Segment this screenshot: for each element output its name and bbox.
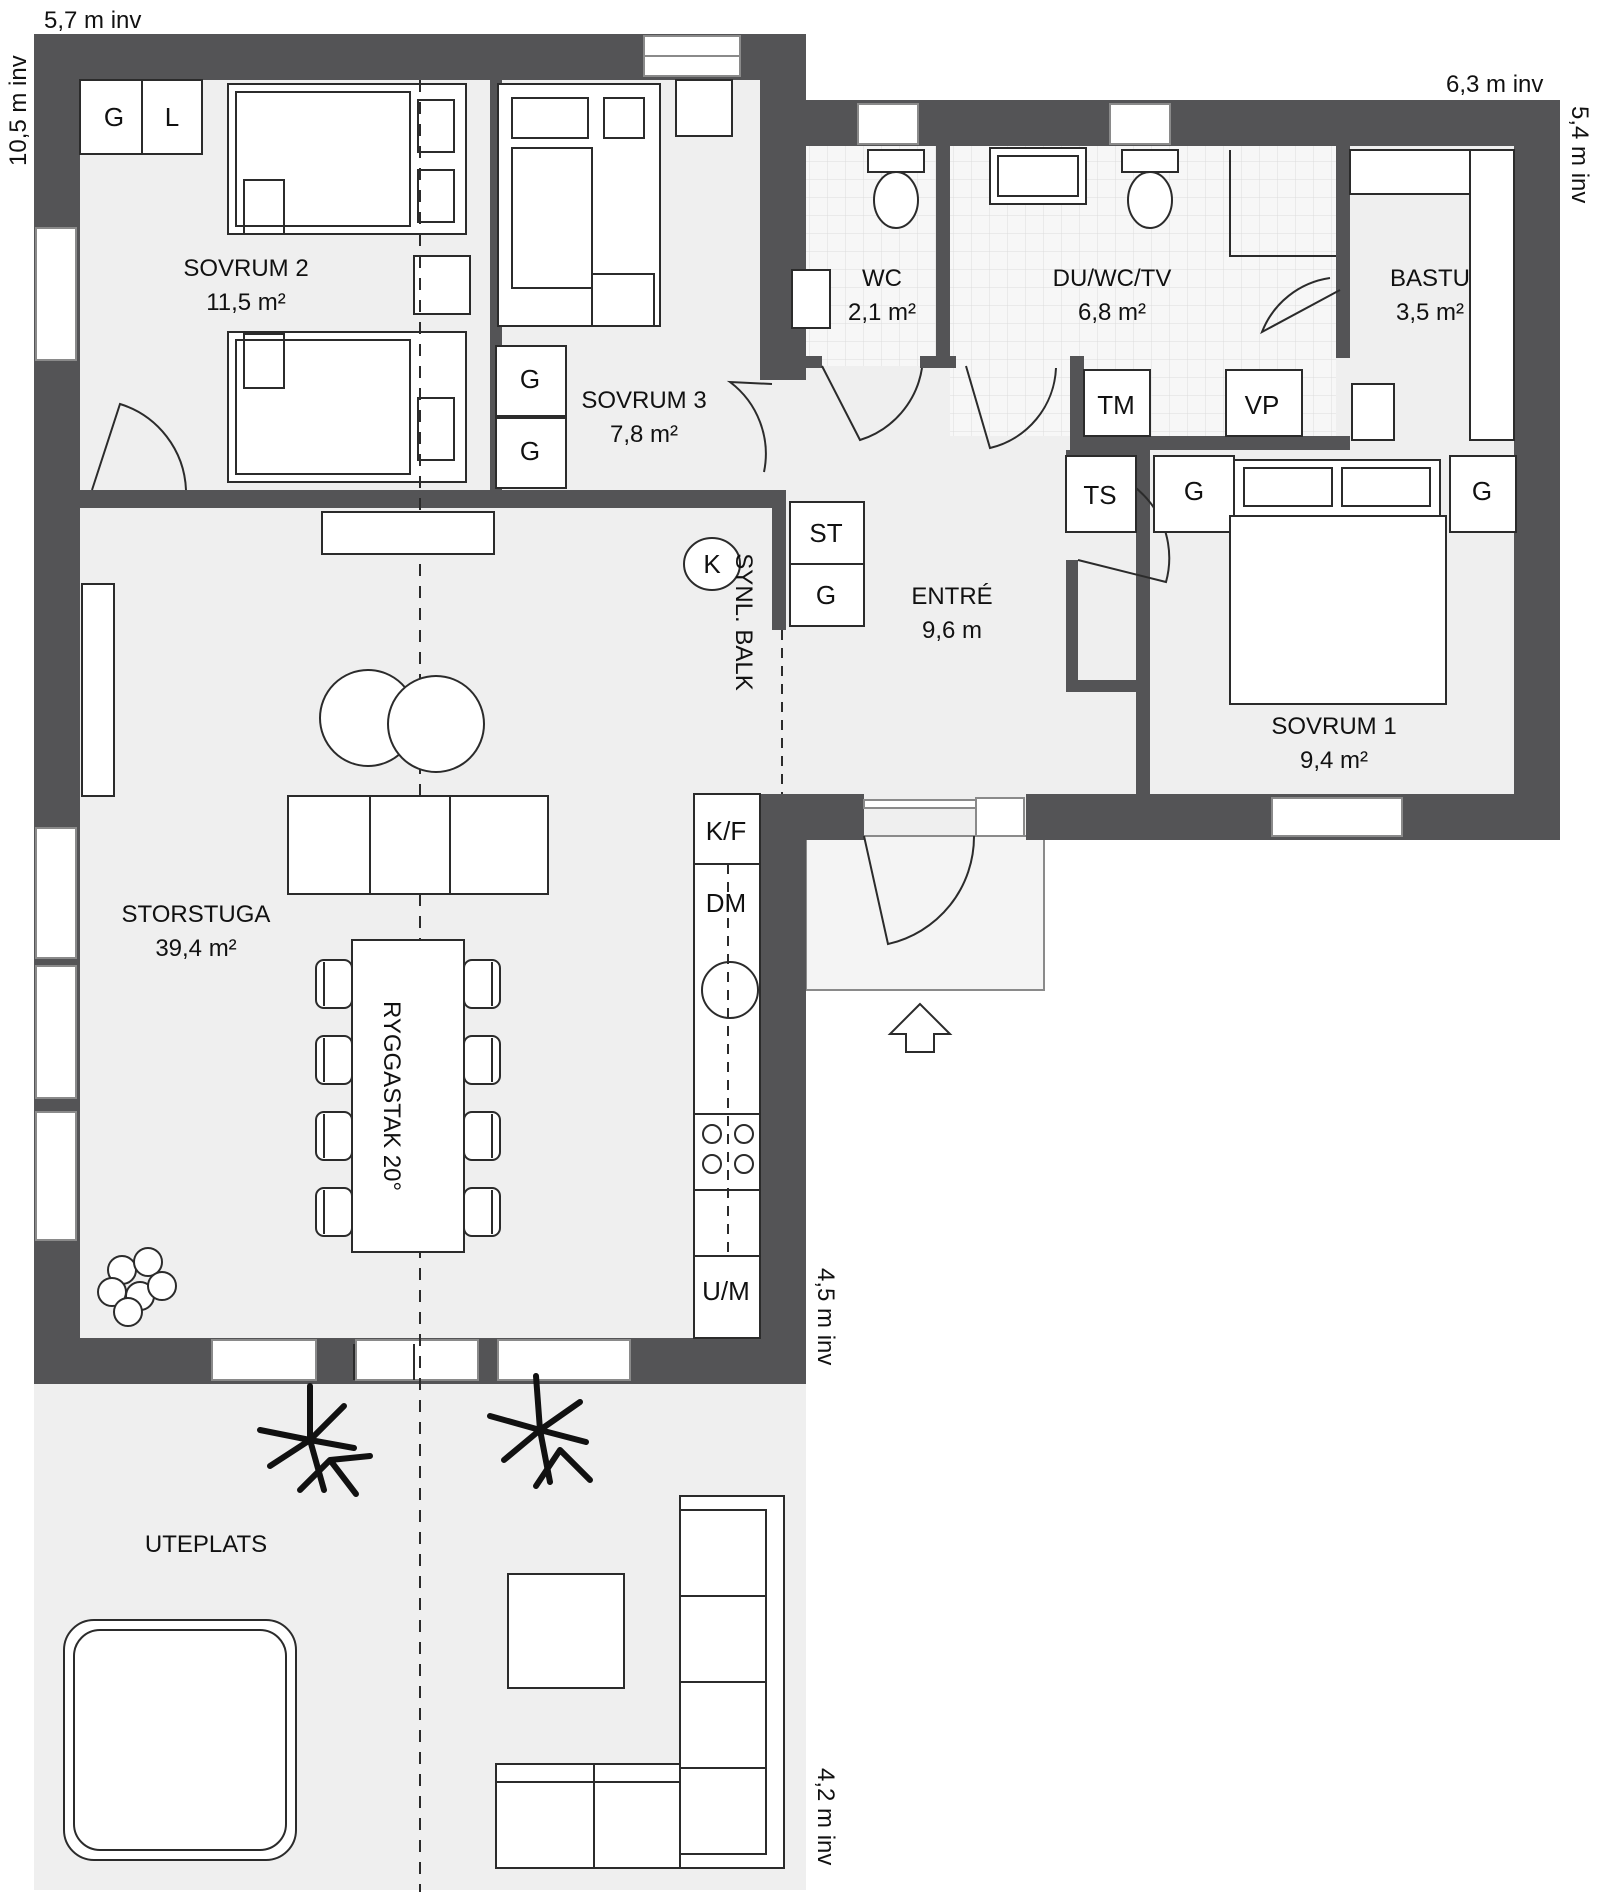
room-name-uteplats: UTEPLATS	[145, 1531, 267, 1558]
room-name-sovrum2: SOVRUM 2	[183, 255, 308, 282]
plant-icon	[97, 1247, 177, 1327]
room-area-sovrum2: 11,5 m²	[206, 289, 286, 316]
room-area-sovrum1: 9,4 m²	[1300, 747, 1368, 774]
fixture-dm: DM	[706, 888, 746, 918]
beam-annotation: SYNL. BALK	[730, 553, 757, 690]
fixture-g: G	[520, 364, 540, 394]
room-area-storstuga: 39,4 m²	[155, 935, 236, 962]
fixture-tm: TM	[1097, 390, 1135, 420]
dimension-bottom-right: 4,2 m inv	[812, 1768, 839, 1865]
fixture-kf: K/F	[706, 816, 746, 846]
entrance-arrow-icon	[887, 1002, 953, 1053]
fixture-st: ST	[809, 518, 842, 548]
room-name-wc: WC	[862, 265, 902, 292]
wc-floor	[786, 146, 936, 366]
room-name-duwctv: DU/WC/TV	[1053, 265, 1172, 292]
fixture-g: G	[816, 580, 836, 610]
fixture-ts: TS	[1083, 480, 1116, 510]
dimension-right-vertical: 5,4 m inv	[1566, 106, 1593, 203]
fixture-g: G	[1184, 476, 1204, 506]
windows	[35, 35, 1403, 1381]
dimension-top-left: 5,7 m inv	[44, 7, 141, 34]
fixture-k: K	[703, 549, 721, 579]
fixture-l: L	[165, 102, 179, 132]
entrance-porch	[805, 835, 1045, 991]
room-area-bastu: 3,5 m²	[1396, 299, 1464, 326]
room-name-sovrum3: SOVRUM 3	[581, 387, 706, 414]
uteplats-furniture	[63, 1495, 785, 1869]
dimension-top-right: 6,3 m inv	[1446, 71, 1543, 98]
sovrum2-furniture	[79, 79, 471, 1892]
room-area-sovrum3: 7,8 m²	[610, 421, 678, 448]
room-area-duwctv: 6,8 m²	[1078, 299, 1146, 326]
palm-plant-icon	[487, 1373, 593, 1489]
room-name-entre: ENTRÉ	[911, 583, 992, 610]
entre-sovrum1-furniture	[781, 455, 1517, 794]
dimension-left-vertical: 10,5 m inv	[5, 55, 32, 166]
dimension-mid-right: 4,5 m inv	[812, 1268, 839, 1365]
bath-furniture	[791, 147, 1515, 441]
room-area-wc: 2,1 m²	[848, 299, 916, 326]
fixture-um: U/M	[702, 1276, 750, 1306]
storstuga-furniture	[81, 583, 761, 1339]
fixture-g: G	[104, 102, 124, 132]
room-name-bastu: BASTU	[1390, 265, 1470, 292]
fixture-vp: VP	[1245, 390, 1280, 420]
room-area-entre: 9,6 m	[922, 617, 982, 644]
fixture-g: G	[1472, 476, 1492, 506]
room-name-sovrum1: SOVRUM 1	[1271, 713, 1396, 740]
sovrum3-furniture	[321, 79, 741, 591]
roof-annotation: RYGGASTAK 20°	[378, 1001, 405, 1191]
room-name-storstuga: STORSTUGA	[122, 901, 271, 928]
palm-plant-icon	[257, 1383, 373, 1497]
fixture-g: G	[520, 436, 540, 466]
